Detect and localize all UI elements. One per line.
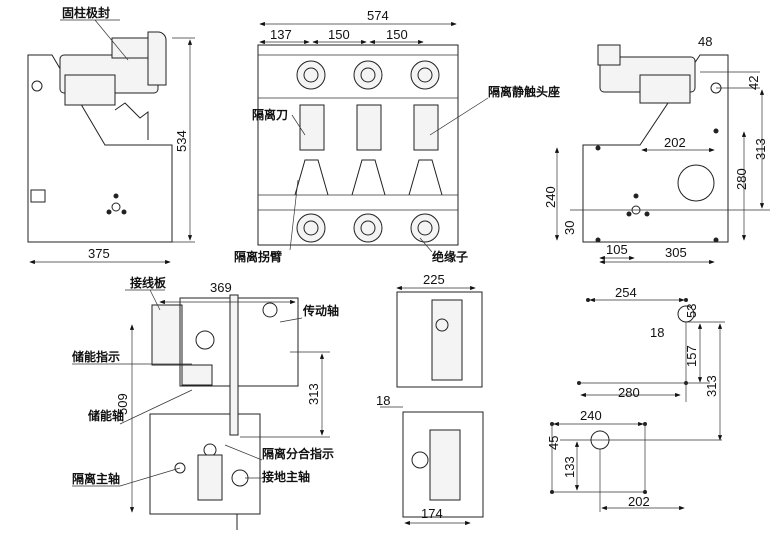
dim-total: 574 xyxy=(367,8,389,23)
dim-105: 105 xyxy=(606,242,628,257)
label-crank-arm: 隔离拐臂 xyxy=(234,249,282,264)
side-view-right: 48 42 202 313 280 240 30 105 305 xyxy=(543,34,770,265)
side-view-left: 534 375 固柱极封 xyxy=(27,5,195,265)
label-drive-shaft: 传动轴 xyxy=(302,303,339,318)
dim-133: 133 xyxy=(562,456,577,478)
label-energy-shaft: 储能轴 xyxy=(88,408,124,423)
phase-a xyxy=(294,60,329,243)
dim-174: 174 xyxy=(421,506,443,521)
dim-202: 202 xyxy=(628,494,650,509)
phase-b xyxy=(351,60,386,243)
dim-240: 240 xyxy=(580,408,602,423)
label-static-contact-seat: 隔离静触头座 xyxy=(488,84,560,99)
dim-height: 534 xyxy=(174,130,189,152)
dim-157: 157 xyxy=(684,345,699,367)
dim-280: 280 xyxy=(734,168,749,190)
label-earthing-main-shaft: 接地主轴 xyxy=(262,469,310,484)
phase-c xyxy=(408,60,443,243)
label-isolation-main-shaft: 隔离主轴 xyxy=(72,471,120,486)
dim-150-a: 150 xyxy=(328,27,350,42)
dim-280: 280 xyxy=(618,385,640,400)
mechanism-side-view: 225 18 174 xyxy=(376,272,484,526)
dim-225: 225 xyxy=(423,272,445,287)
dim-137: 137 xyxy=(270,27,292,42)
label-isolating-blade: 隔离刀 xyxy=(252,107,288,122)
label-insulator: 绝缘子 xyxy=(432,249,468,264)
dim-369: 369 xyxy=(210,280,232,295)
label-pole-seal: 固柱极封 xyxy=(62,5,110,20)
dim-509: 509 xyxy=(115,393,130,415)
label-energy-indicator: 储能指示 xyxy=(72,349,120,364)
dim-305: 305 xyxy=(665,245,687,260)
mounting-hole-layout: 254 53 18 157 280 313 240 45 133 202 xyxy=(546,285,725,512)
dim-313: 313 xyxy=(753,138,768,160)
dim-48: 48 xyxy=(698,34,712,49)
dim-18: 18 xyxy=(376,393,390,408)
dim-313: 313 xyxy=(704,375,719,397)
dim-150-b: 150 xyxy=(386,27,408,42)
label-terminal-board: 接线板 xyxy=(130,275,167,290)
dim-240: 240 xyxy=(543,186,558,208)
dim-313: 313 xyxy=(306,383,321,405)
mechanism-front-view: 接线板 369 传动轴 储能指示 509 313 储能轴 隔离分合指示 隔离主轴… xyxy=(72,275,339,530)
dim-width: 375 xyxy=(88,246,110,261)
dim-254: 254 xyxy=(615,285,637,300)
front-view: 574 137 150 150 隔离刀 隔离静触头座 隔离拐臂 绝缘子 xyxy=(234,8,560,264)
dim-30: 30 xyxy=(562,221,577,235)
label-isolation-indicator: 隔离分合指示 xyxy=(262,446,334,461)
dim-18: 18 xyxy=(650,325,664,340)
dim-42: 42 xyxy=(746,76,761,90)
dim-53: 53 xyxy=(684,304,699,318)
dim-202: 202 xyxy=(664,135,686,150)
dim-45: 45 xyxy=(546,436,561,450)
